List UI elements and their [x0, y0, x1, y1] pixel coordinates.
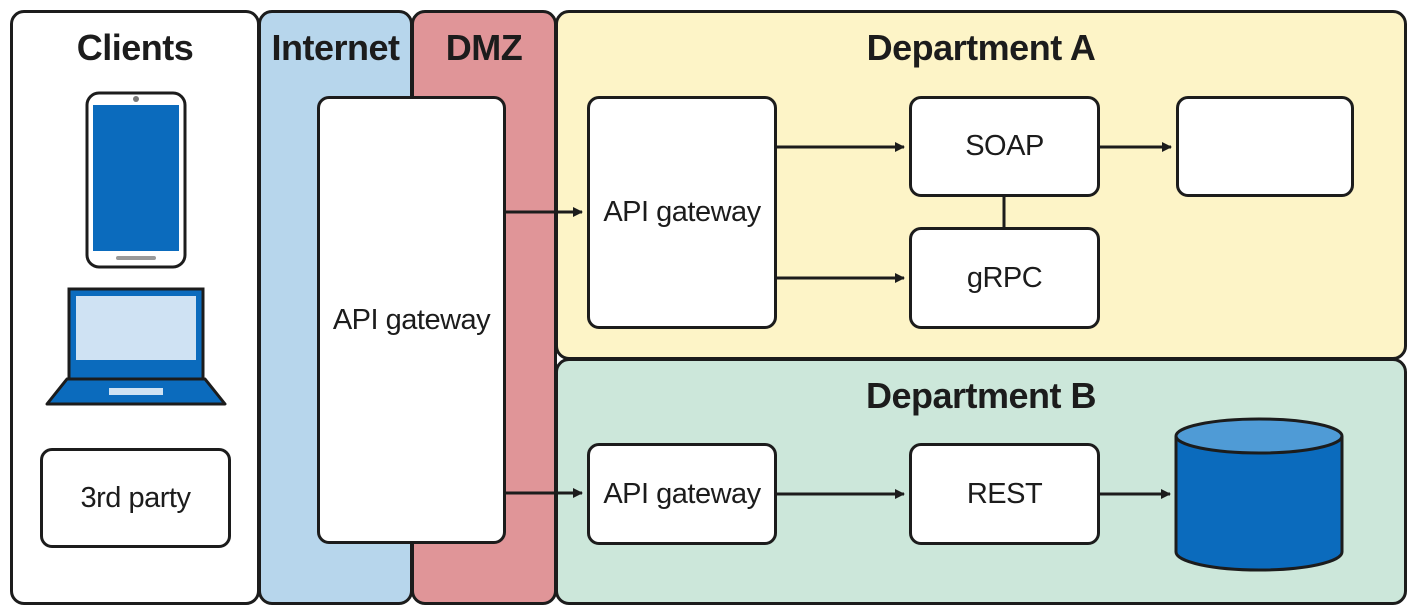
laptop-icon — [45, 287, 227, 406]
soap-service: SOAP — [909, 96, 1100, 197]
department-b-title: Department B — [865, 375, 1097, 416]
database-icon — [1174, 417, 1344, 572]
smartphone-icon — [85, 91, 187, 269]
grpc-service: gRPC — [909, 227, 1100, 329]
edge-api-gateway: API gateway — [317, 96, 506, 544]
department-b-api-gateway: API gateway — [587, 443, 777, 545]
dmz-title: DMZ — [445, 27, 523, 68]
empty-service-box — [1176, 96, 1354, 197]
department-a-title: Department A — [866, 27, 1096, 68]
internet-title: Internet — [271, 27, 400, 68]
department-a-api-gateway: API gateway — [587, 96, 777, 329]
clients-title: Clients — [76, 27, 194, 68]
rest-service: REST — [909, 443, 1100, 545]
third-party-box: 3rd party — [40, 448, 231, 548]
